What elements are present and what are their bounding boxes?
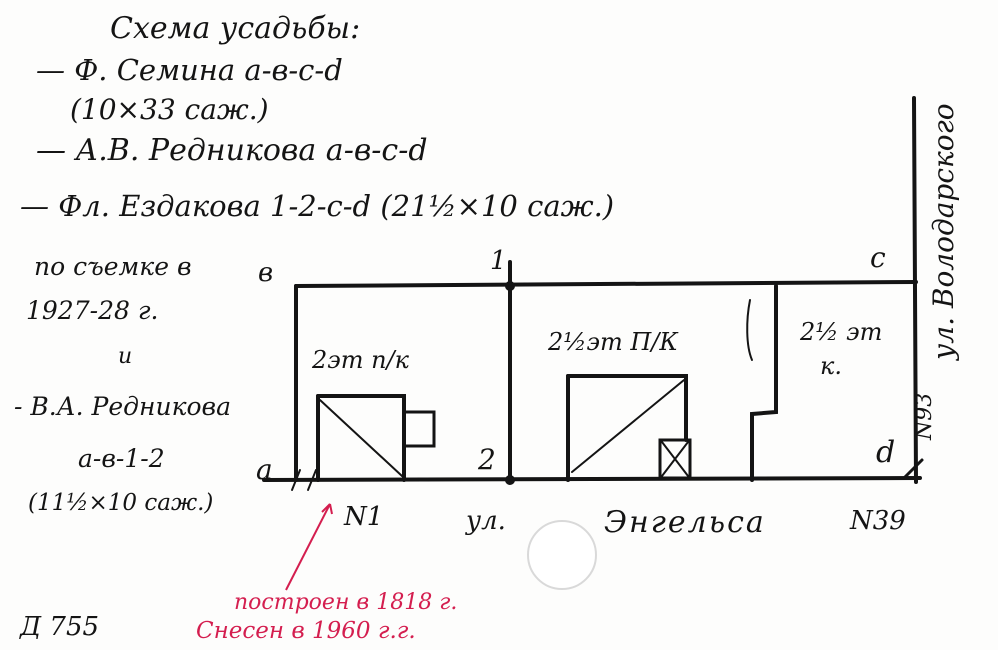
house-number: N1 [344, 502, 384, 532]
point-a-label: a [256, 453, 273, 486]
header-line-3: — Фл. Ездакова 1-2-c-d (21½×10 саж.) [20, 189, 615, 223]
card-id: Д 755 [20, 612, 100, 642]
owner-dims: (11½×10 саж.) [28, 490, 214, 516]
lot-top-edge [294, 280, 918, 288]
red-arrow [285, 503, 333, 591]
header-line-1-dims: (10×33 саж.) [70, 93, 269, 126]
corner-number: N39 [850, 506, 906, 536]
right-building-outline [750, 284, 778, 482]
middle-building-label: 2½эт П/К [548, 328, 678, 356]
street-line [262, 476, 922, 482]
owner-note: - В.А. Редникова [14, 392, 232, 421]
point-b-label: в [258, 258, 274, 288]
demolished-annotation: Снесен в 1960 г.г. [196, 618, 416, 644]
point-1-label: 1 [490, 246, 507, 276]
header-line-1: — Ф. Семина a-в-c-d [36, 53, 343, 87]
street-abbr: ул. [466, 506, 506, 536]
and-note: и [118, 344, 133, 369]
built-annotation: построен в 1818 г. [234, 590, 458, 615]
middle-building-outline [566, 374, 688, 442]
side-street-number: N93 [912, 392, 937, 440]
punch-hole [527, 520, 597, 590]
owner-points: a-в-1-2 [78, 444, 165, 473]
survey-note: по съемке в [34, 252, 192, 281]
right-building-label-1: 2½ эт [800, 318, 883, 346]
left-building-outline [316, 394, 406, 482]
side-street-line [912, 96, 918, 484]
header-line-2: — А.В. Редникова a-в-c-d [36, 133, 428, 168]
street-name: Энгельса [604, 505, 766, 540]
point-d-label: d [876, 435, 896, 470]
point-c-label: c [870, 241, 886, 274]
survey-year: 1927-28 г. [26, 296, 159, 325]
left-building-label: 2эт п/к [312, 346, 409, 374]
point-2-label: 2 [478, 443, 496, 476]
side-street-name: ул. Володарского [927, 103, 960, 360]
header-title: Схема усадьбы: [110, 11, 361, 46]
right-building-label-2: к. [820, 352, 842, 380]
